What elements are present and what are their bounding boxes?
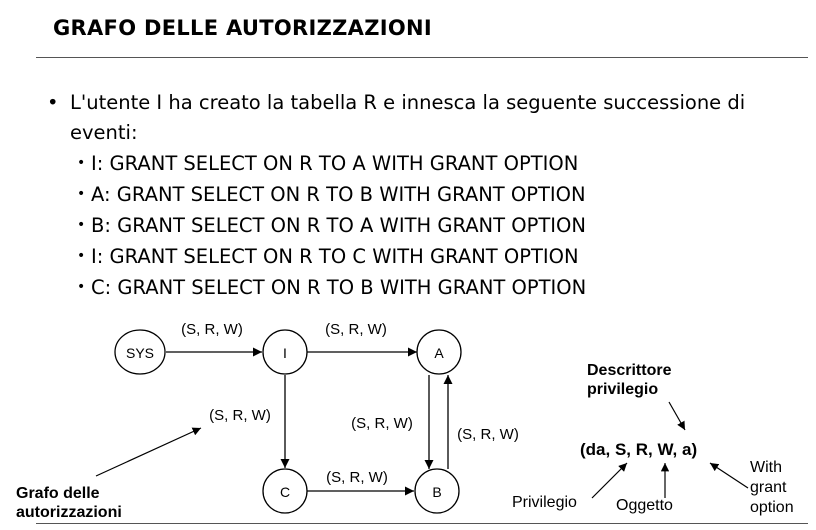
node-label: I [283, 345, 287, 361]
node-label: C [280, 484, 290, 500]
event-text: C: GRANT SELECT ON R TO B WITH GRANT OPT… [91, 276, 587, 299]
privilegio-pointer [591, 462, 628, 499]
node-a: A [416, 329, 462, 375]
node-sys: SYS [114, 329, 166, 375]
bullet-icon: • [77, 186, 86, 202]
bullet-icon: • [77, 155, 86, 171]
descriptor-pointer [668, 401, 686, 431]
bullet-icon: • [77, 279, 86, 295]
event-text: I: GRANT SELECT ON R TO C WITH GRANT OPT… [91, 245, 579, 268]
edge-label-i-c: (S, R, W) [209, 407, 271, 424]
descriptor-heading-line2: privilegio [587, 381, 658, 398]
descriptor-heading-line1: Descrittore [587, 362, 672, 379]
descriptor-tuple: (da, S, R, W, a) [580, 440, 697, 459]
slide-title: GRAFO DELLE AUTORIZZAZIONI [53, 16, 432, 40]
label-option: option [750, 499, 794, 516]
node-c: C [262, 468, 308, 514]
event-text: I: GRANT SELECT ON R TO A WITH GRANT OPT… [91, 152, 579, 175]
edge-label-i-a: (S, R, W) [325, 321, 387, 338]
label-grant: grant [750, 479, 787, 496]
label-oggetto: Oggetto [616, 497, 673, 514]
grant-option-pointer [709, 462, 749, 489]
node-label: B [432, 484, 441, 500]
node-label: SYS [126, 345, 154, 361]
event-text: A: GRANT SELECT ON R TO B WITH GRANT OPT… [91, 183, 586, 206]
label-with: With [750, 459, 782, 476]
graph-label-line1: Grafo delle [16, 485, 100, 502]
node-label: A [434, 345, 444, 361]
bullet-icon: • [77, 248, 86, 264]
edge-label-a-b: (S, R, W) [351, 415, 413, 432]
graph-label-pointer [95, 427, 202, 477]
event-text: B: GRANT SELECT ON R TO A WITH GRANT OPT… [91, 214, 586, 237]
edge-label-c-b: (S, R, W) [326, 469, 388, 486]
title-divider [36, 57, 808, 58]
bottom-divider [36, 523, 808, 524]
edge-label-sys-i: (S, R, W) [181, 321, 243, 338]
graph-label-line2: autorizzazioni [16, 504, 122, 521]
bullet-icon: • [77, 217, 86, 233]
edge-label-b-a: (S, R, W) [457, 426, 519, 443]
bullet-icon: • [47, 91, 59, 114]
node-b: B [414, 468, 460, 514]
intro-text: L'utente I ha creato la tabella R e inne… [70, 91, 746, 144]
node-i: I [262, 329, 308, 375]
label-privilegio: Privilegio [512, 494, 577, 511]
